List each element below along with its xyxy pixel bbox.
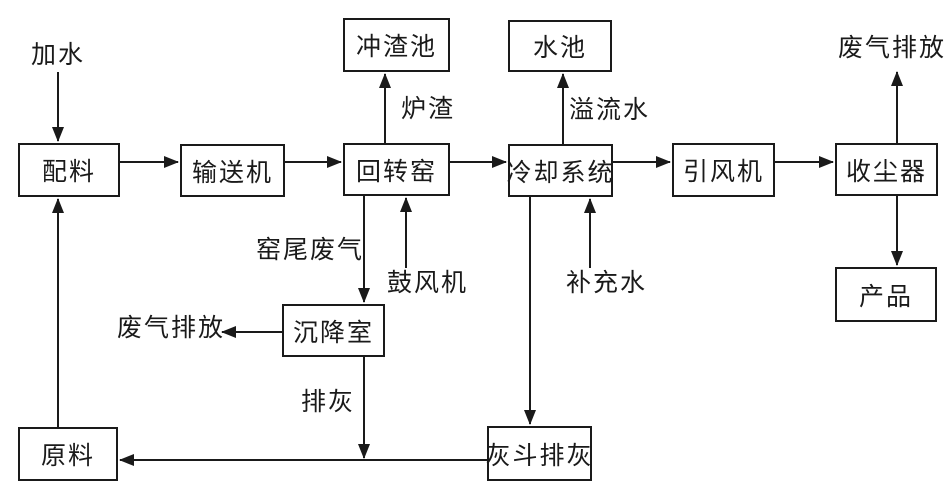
node-rotary-kiln: 回转窑 <box>343 143 450 196</box>
node-conveyor: 输送机 <box>180 144 285 197</box>
node-induced-draft-fan: 引风机 <box>672 143 775 197</box>
label-kiln-tail-gas: 窑尾废气 <box>256 237 365 264</box>
node-batching: 配料 <box>18 143 120 197</box>
node-water-pool: 水池 <box>508 20 612 72</box>
label-furnace-slag: 炉渣 <box>401 96 456 123</box>
node-slag-flushing-pool: 冲渣池 <box>343 18 450 72</box>
label-ash-discharge: 排灰 <box>301 389 356 416</box>
node-settling-chamber: 沉降室 <box>282 304 385 357</box>
label-add-water: 加水 <box>31 42 86 69</box>
label-overflow-water: 溢流水 <box>569 97 651 124</box>
label-exhaust-emission-left: 废气排放 <box>117 315 226 342</box>
node-ash-hopper-discharge: 灰斗排灰 <box>486 426 592 481</box>
label-exhaust-emission-top: 废气排放 <box>838 35 947 62</box>
node-cooling-system: 冷却系统 <box>507 144 613 197</box>
node-product: 产品 <box>835 267 937 322</box>
label-blower: 鼓风机 <box>387 270 469 297</box>
node-raw-material: 原料 <box>18 427 118 481</box>
label-makeup-water: 补充水 <box>566 270 648 297</box>
node-dust-collector: 收尘器 <box>835 143 938 196</box>
